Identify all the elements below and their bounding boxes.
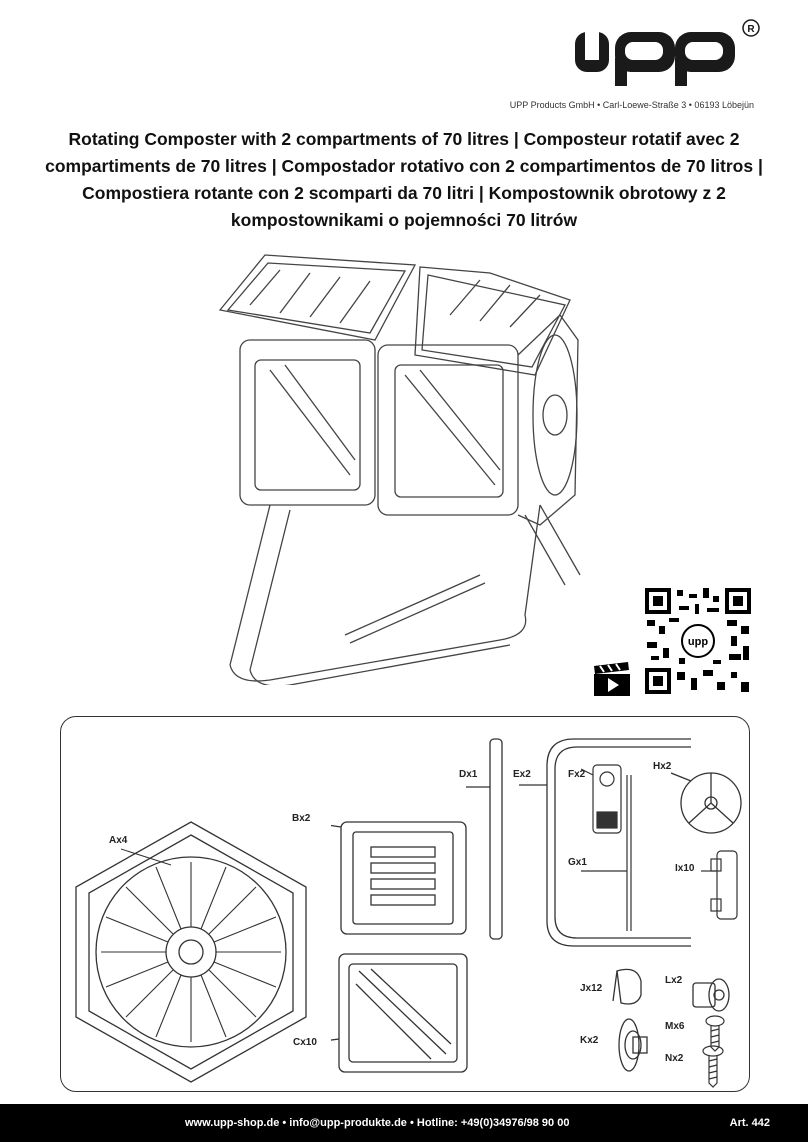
part-h-bracket xyxy=(671,772,742,834)
part-label-b: Bx2 xyxy=(292,813,311,824)
part-n-bolt xyxy=(702,1045,724,1088)
part-a-wheel xyxy=(75,821,307,1083)
part-c-panel xyxy=(331,953,468,1073)
product-title: Rotating Composter with 2 compartments o… xyxy=(45,129,763,230)
qr-code[interactable]: upp xyxy=(643,586,753,696)
footer-contact[interactable]: www.upp-shop.de • info@upp-produkte.de •… xyxy=(185,1117,570,1129)
company-address: UPP Products GmbH • Carl-Loewe-Straße 3 … xyxy=(509,100,754,110)
part-label-c: Cx10 xyxy=(293,1037,317,1048)
part-b-lid xyxy=(331,821,467,935)
part-i-spacer xyxy=(701,850,738,920)
part-label-l: Lx2 xyxy=(665,975,683,986)
part-label-k: Kx2 xyxy=(580,1035,599,1046)
part-m-screw xyxy=(705,1015,725,1052)
part-label-a: Ax4 xyxy=(109,835,128,846)
part-label-i: Ix10 xyxy=(675,863,695,874)
part-label-j: Jx12 xyxy=(580,983,603,994)
part-label-h: Hx2 xyxy=(653,761,672,772)
part-label-n: Nx2 xyxy=(665,1053,684,1064)
part-label-f: Fx2 xyxy=(568,769,586,780)
part-e-frame xyxy=(519,738,691,947)
part-g-rod xyxy=(581,775,632,931)
parts-list-panel: Ax4 Bx2 Cx10 Dx1 Ex2 Fx2 Gx1 xyxy=(60,716,750,1092)
svg-text:R: R xyxy=(747,24,755,35)
composter-illustration xyxy=(218,254,581,685)
part-label-e: Ex2 xyxy=(513,769,531,780)
svg-text:upp: upp xyxy=(688,636,708,648)
part-label-d: Dx1 xyxy=(459,769,478,780)
part-k-hub xyxy=(618,1018,648,1072)
part-d-pipe xyxy=(466,738,503,940)
part-j-cap xyxy=(612,968,642,1005)
part-label-g: Gx1 xyxy=(568,857,587,868)
article-number: Art. 442 xyxy=(729,1117,770,1129)
part-f-clip xyxy=(581,764,622,834)
video-play-icon[interactable] xyxy=(592,662,632,698)
upp-logo: R xyxy=(575,19,760,86)
footer-bar: www.upp-shop.de • info@upp-produkte.de •… xyxy=(0,1104,808,1142)
leader-a xyxy=(121,848,172,866)
part-l-nut xyxy=(692,978,730,1012)
part-label-m: Mx6 xyxy=(665,1021,685,1032)
